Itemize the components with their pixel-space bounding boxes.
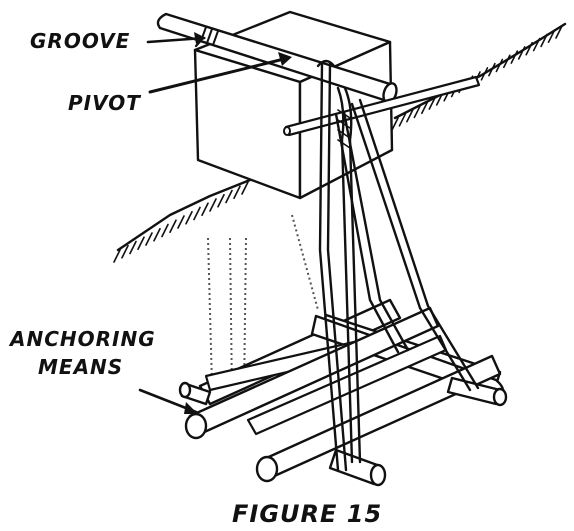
hatch-stroke <box>233 185 241 200</box>
hatch-stroke <box>201 202 209 217</box>
label-arrows <box>138 32 292 414</box>
groove-label: GROOVE <box>30 29 130 53</box>
hatch-stroke <box>193 206 201 221</box>
hatch-stroke <box>169 219 177 234</box>
hatch-stroke <box>525 41 533 56</box>
hatch-stroke <box>121 244 129 259</box>
hatch-stroke <box>398 113 407 127</box>
hatch-stroke <box>153 227 161 242</box>
pivot-rod <box>283 75 481 137</box>
hatch-stroke <box>532 37 541 52</box>
anchoring-frame <box>178 298 508 487</box>
pivot-label: PIVOT <box>68 91 141 115</box>
hatch-stroke <box>428 96 437 110</box>
hatch-stroke <box>517 46 526 60</box>
hatch-stroke <box>177 215 185 229</box>
hatch-stroke <box>406 108 414 123</box>
hatch-stroke <box>137 236 145 251</box>
hatch-stroke <box>421 100 429 115</box>
hatch-stroke <box>217 193 225 208</box>
hatch-stroke <box>555 25 563 39</box>
anchoring-label-line1: ANCHORING <box>8 327 156 351</box>
figure-caption: FIGURE 15 <box>232 500 382 528</box>
hatch-stroke <box>241 181 249 195</box>
ground-surface <box>116 22 567 252</box>
hatch-stroke <box>510 50 519 64</box>
hatch-stroke <box>480 67 489 81</box>
hatch-stroke <box>145 232 153 246</box>
hatch-stroke <box>391 117 399 131</box>
hatch-stroke <box>129 240 137 255</box>
hatch-stroke <box>503 54 511 69</box>
anchoring-label-line2: MEANS <box>38 355 123 379</box>
hatch-stroke <box>161 223 169 238</box>
hatch-stroke <box>185 210 193 225</box>
hatch-stroke <box>488 62 496 77</box>
hatch-stroke <box>225 189 233 204</box>
hatch-stroke <box>413 104 422 119</box>
hatch-stroke <box>540 33 548 48</box>
hatch-stroke <box>113 249 121 263</box>
hatch-stroke <box>209 198 217 212</box>
cables <box>316 59 480 472</box>
hatch-stroke <box>495 58 504 73</box>
hatch-stroke <box>547 29 556 43</box>
ground-hatching-left <box>113 181 249 263</box>
